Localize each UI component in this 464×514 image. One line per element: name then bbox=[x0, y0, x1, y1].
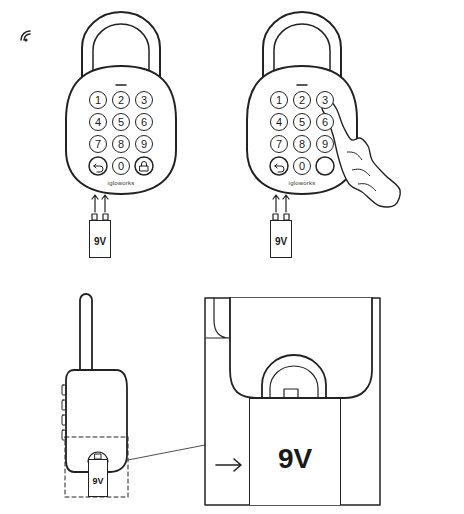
keypad-key: 0 bbox=[293, 157, 311, 175]
key-label: 8 bbox=[299, 139, 305, 150]
keypad-key: 6 bbox=[316, 113, 334, 131]
keypad-key: 5 bbox=[112, 113, 130, 131]
side-key-zoom bbox=[206, 298, 230, 338]
key-label: 3 bbox=[322, 95, 328, 106]
key-label: 3 bbox=[141, 95, 147, 106]
key-label: 6 bbox=[322, 117, 328, 128]
side-key bbox=[62, 430, 66, 440]
key-label: 8 bbox=[118, 139, 124, 150]
side-key bbox=[62, 385, 66, 395]
key-label: 6 bbox=[141, 117, 147, 128]
key-label: 7 bbox=[276, 139, 282, 150]
keypad-key: 7 bbox=[270, 135, 288, 153]
battery: 9V bbox=[89, 220, 111, 258]
hand bbox=[322, 101, 400, 207]
lock-key bbox=[316, 157, 334, 175]
keypad-key: 8 bbox=[293, 135, 311, 153]
lock-key bbox=[135, 157, 153, 175]
keypad-key: 5 bbox=[293, 113, 311, 131]
key-label: 9V bbox=[92, 477, 103, 486]
battery: 9V bbox=[270, 220, 292, 258]
key-label: 1 bbox=[276, 95, 282, 106]
signal-icon bbox=[21, 31, 30, 40]
keypad-key: 0 bbox=[112, 157, 130, 175]
back-icon bbox=[275, 164, 284, 172]
indicator-light bbox=[297, 84, 307, 86]
detail-box bbox=[65, 437, 128, 497]
side-key bbox=[62, 415, 66, 425]
lock-icon bbox=[142, 162, 147, 167]
key-label: 9 bbox=[141, 139, 147, 150]
brand-label: igloworks bbox=[108, 180, 135, 186]
key-label: 2 bbox=[118, 95, 124, 106]
hand-finger bbox=[358, 184, 376, 191]
battery-terminal bbox=[284, 389, 298, 398]
indicator-light bbox=[116, 84, 126, 86]
key-label: 5 bbox=[118, 117, 124, 128]
key-label: 0 bbox=[118, 161, 124, 172]
key-label: 4 bbox=[276, 117, 282, 128]
side-key bbox=[62, 400, 66, 410]
back-key bbox=[270, 157, 288, 175]
key-label: 9V bbox=[278, 445, 312, 473]
lock-body-zoom bbox=[230, 298, 372, 398]
key-label: 9 bbox=[322, 139, 328, 150]
key-label: 1 bbox=[95, 95, 101, 106]
key-label: 7 bbox=[95, 139, 101, 150]
hand-finger bbox=[352, 169, 370, 176]
hand-finger bbox=[347, 152, 362, 160]
keypad-key: 3 bbox=[135, 91, 153, 109]
zoom-frame bbox=[205, 298, 380, 505]
keypad-key: 9 bbox=[135, 135, 153, 153]
key-label: 4 bbox=[95, 117, 101, 128]
insert-arrow bbox=[92, 195, 108, 212]
detail-leader bbox=[128, 445, 205, 460]
key-label: 9V bbox=[275, 237, 287, 247]
keypad-key: 1 bbox=[270, 91, 288, 109]
battery-slot bbox=[262, 355, 326, 398]
key-label: 5 bbox=[299, 117, 305, 128]
keypad-key: 3 bbox=[316, 91, 334, 109]
insert-arrow bbox=[273, 195, 289, 212]
back-key bbox=[89, 157, 107, 175]
lock-body bbox=[66, 66, 176, 194]
battery-slot bbox=[270, 366, 318, 398]
keypad-key: 2 bbox=[112, 91, 130, 109]
lock-icon bbox=[140, 166, 148, 171]
key-label: 9V bbox=[94, 237, 106, 247]
keypad-key: 9 bbox=[316, 135, 334, 153]
shackle-side bbox=[80, 294, 92, 372]
battery: 9V bbox=[249, 398, 341, 505]
signal-icon bbox=[24, 34, 30, 40]
battery: 9V bbox=[88, 459, 108, 497]
back-icon bbox=[94, 164, 103, 172]
keypad-key: 6 bbox=[135, 113, 153, 131]
insert-arrow bbox=[216, 459, 241, 471]
lock-body-side bbox=[66, 370, 127, 472]
keypad-key: 8 bbox=[112, 135, 130, 153]
key-label: 0 bbox=[299, 161, 305, 172]
brand-label: igloworks bbox=[289, 180, 316, 186]
key-label: 2 bbox=[299, 95, 305, 106]
signal-icon bbox=[25, 39, 27, 41]
keypad-key: 4 bbox=[270, 113, 288, 131]
keypad-key: 7 bbox=[89, 135, 107, 153]
keypad-key: 1 bbox=[89, 91, 107, 109]
keypad-key: 2 bbox=[293, 91, 311, 109]
keypad-key: 4 bbox=[89, 113, 107, 131]
